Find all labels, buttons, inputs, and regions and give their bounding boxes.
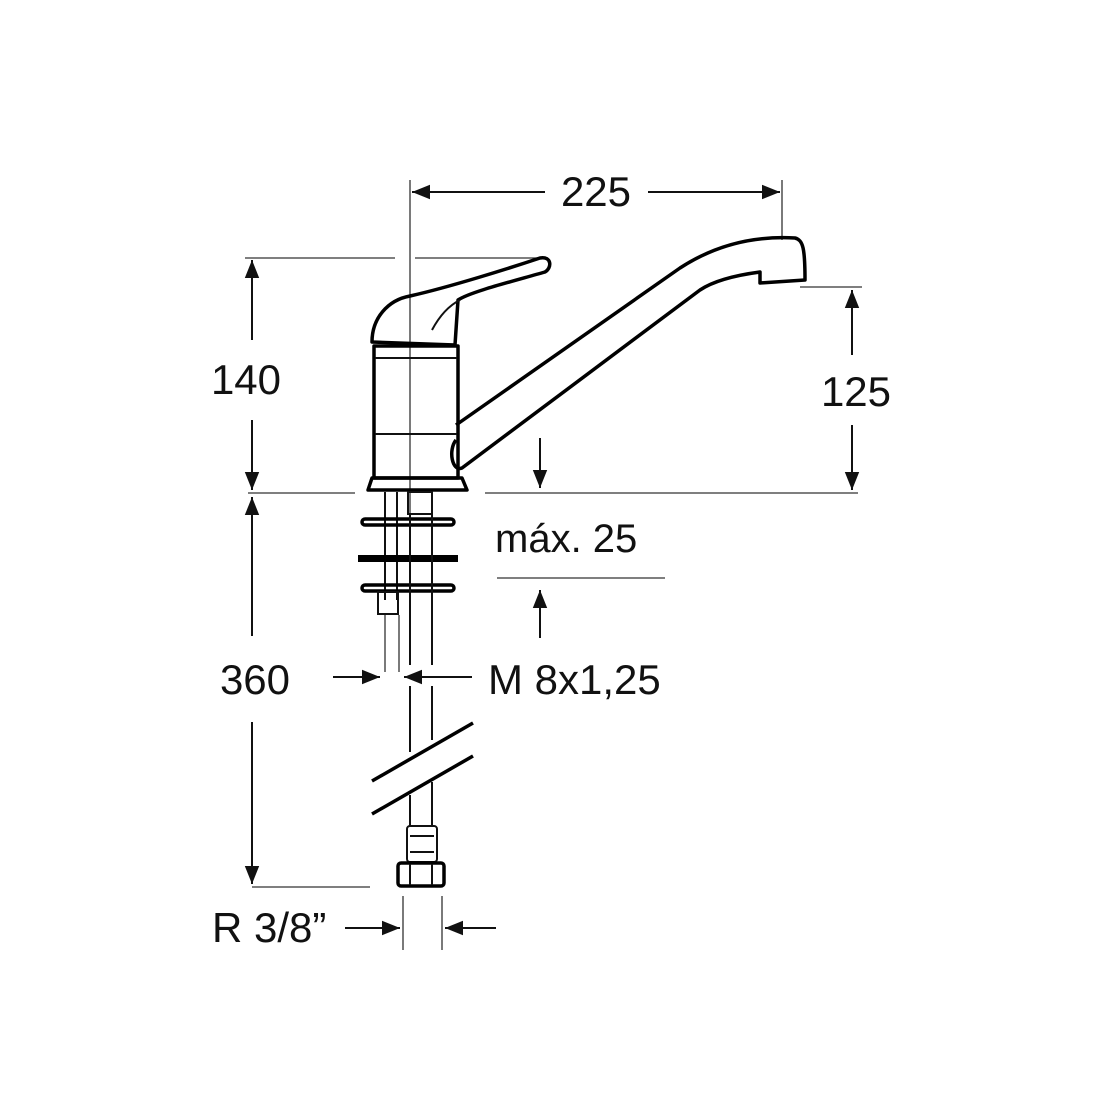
label-max-25: máx. 25 [495,517,637,561]
dimension-225-reach: 225 [409,168,783,520]
label-140: 140 [211,356,281,403]
label-225: 225 [561,168,631,215]
dimension-max-25-deck: máx. 25 [495,438,665,638]
label-360: 360 [220,656,290,703]
dimension-r38-connection: R 3/8” [212,896,496,951]
dimension-125-spout-height: 125 [800,286,891,490]
mounting-hardware [358,491,474,888]
label-m8-thread: M 8x1,25 [488,656,661,703]
faucet-body [366,235,807,492]
dimension-140-height: 140 [211,257,548,490]
dimension-m8-thread: M 8x1,25 [333,656,661,703]
dimension-360-hose: 360 [220,497,370,888]
label-r38: R 3/8” [212,904,326,951]
label-125: 125 [821,368,891,415]
